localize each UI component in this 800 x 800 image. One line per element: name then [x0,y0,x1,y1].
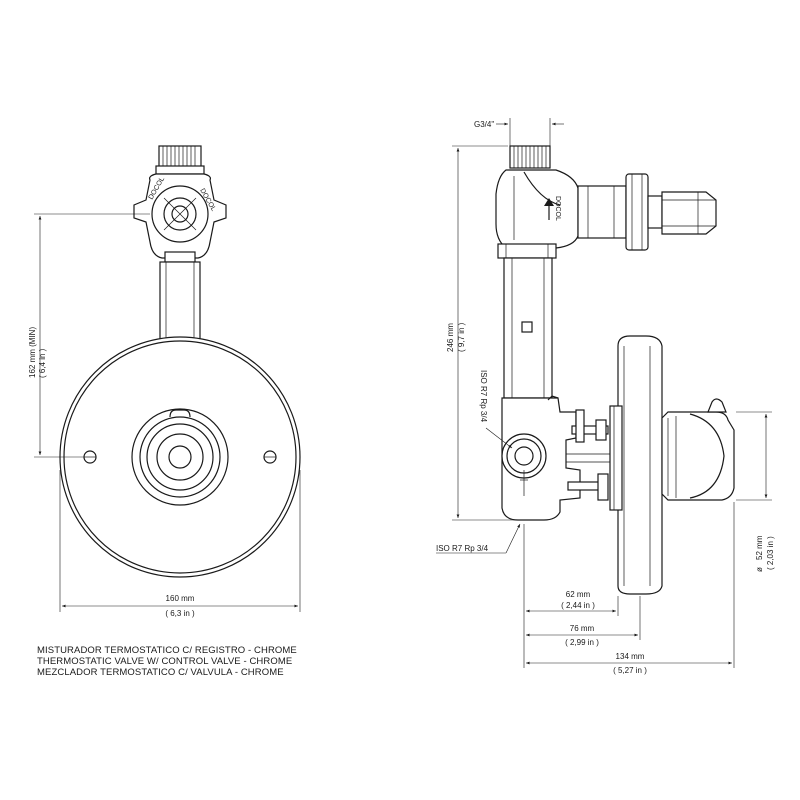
front-width-mm: 160 mm [166,594,195,603]
dim-62-in: ( 2,44 in ) [561,601,595,610]
side-upper-body: DOCOL [495,169,579,259]
dim-76-in: ( 2,99 in ) [565,638,599,647]
side-height-mm: 246 mm [446,323,455,352]
title-english: THERMOSTATIC VALVE W/ CONTROL VALVE - CH… [37,656,293,667]
front-escutcheon [59,336,301,578]
side-escutcheon [609,335,663,595]
dim-134-in: ( 5,27 in ) [613,666,647,675]
front-width-dimension: 160 mm ( 6,3 in ) [59,470,301,618]
dim-134-mm: 134 mm [616,652,645,661]
front-valve-body: DOCOL DOCOL [133,173,227,263]
side-height-in: ( 9,7 in ) [457,322,466,352]
title-block: MISTURADOR TERMOSTATICO C/ REGISTRO - CH… [37,645,297,678]
thread-label: G3/4" [474,120,494,129]
brand-mark: DOCOL [554,196,561,221]
title-spanish: MEZCLADOR TERMOSTATICO C/ VALVULA - CHRO… [37,667,284,678]
side-height-dimension: 246 mm ( 9,7 in ) [446,145,520,521]
iso-upper-label: ISO R7 Rp 3/4 [479,370,488,423]
side-lower-body [501,395,610,521]
diameter-in: ( 2,03 in ) [766,536,775,570]
iso-lower-callout: ISO R7 Rp 3/4 [436,523,521,554]
diameter-dimension: ø 52 mm ( 2,03 in ) [736,411,775,572]
front-top-connector [155,145,205,175]
side-pipe [503,257,553,399]
title-portuguese: MISTURADOR TERMOSTATICO C/ REGISTRO - CH… [37,645,297,656]
side-cartridge [577,173,717,251]
front-width-in: ( 6,3 in ) [165,609,195,618]
front-view: DOCOL DOCOL [28,145,301,618]
iso-upper-callout: ISO R7 Rp 3/4 [479,370,513,449]
diameter-mm: 52 mm [755,535,764,560]
dim-76-mm: 76 mm [570,624,595,633]
front-height-mm: 162 mm (MIN) [28,327,37,378]
side-top-thread [509,145,551,169]
front-height-dimension: 162 mm (MIN) ( 6,4 in ) [28,213,150,458]
depth-dimensions: 62 mm ( 2,44 in ) 76 mm ( 2,99 in ) 134 … [523,502,735,675]
right-screw-icon [263,450,277,464]
front-stem [159,261,201,343]
side-knob [661,398,735,501]
flow-arrow-icon [544,198,554,220]
side-view: G3/4" DOCOL [436,118,775,675]
iso-lower-label: ISO R7 Rp 3/4 [436,544,489,553]
thread-dimension: G3/4" [474,118,564,146]
dim-62-mm: 62 mm [566,590,591,599]
diameter-symbol: ø [755,567,764,572]
front-height-in: ( 6,4 in ) [38,348,47,378]
